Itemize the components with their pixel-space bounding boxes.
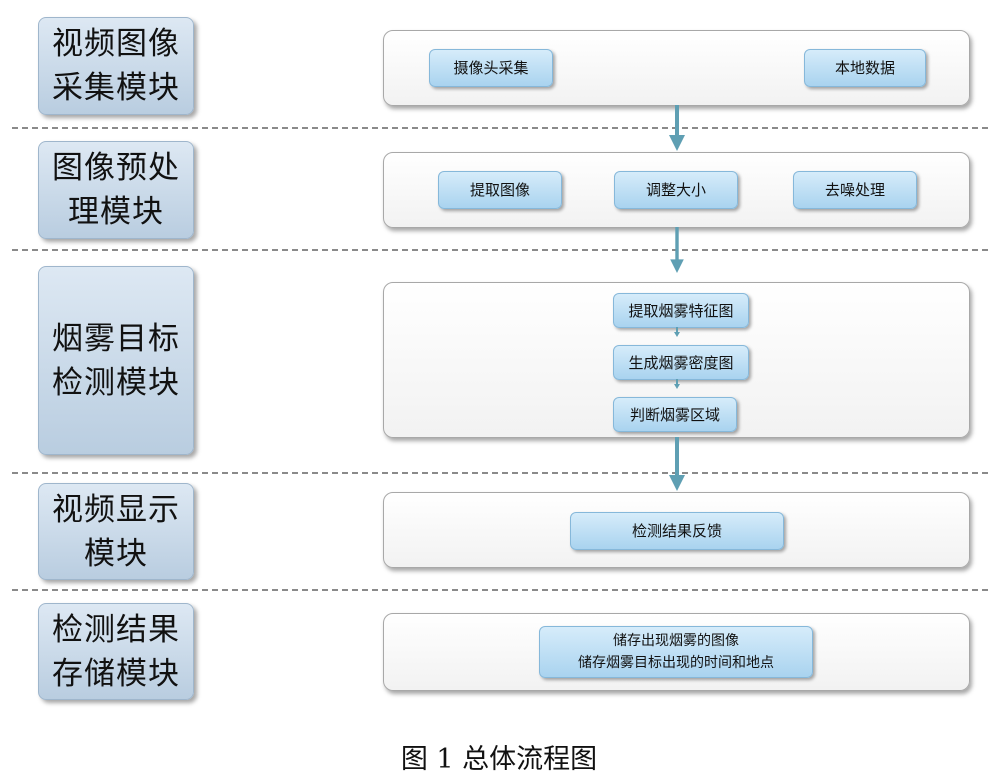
arrow-connector xyxy=(669,105,685,151)
module-label-detect: 烟雾目标 检测模块 xyxy=(38,266,194,455)
module-label-storage: 检测结果 存储模块 xyxy=(38,603,194,700)
section-divider xyxy=(12,249,988,251)
small-arrow-connector xyxy=(674,327,680,337)
figure-caption: 图 1 总体流程图 xyxy=(400,744,598,775)
section-divider xyxy=(12,589,988,591)
step-resize: 调整大小 xyxy=(614,171,738,209)
module-label-text: 视频图像 采集模块 xyxy=(52,26,180,106)
module-label-text: 图像预处 理模块 xyxy=(52,150,180,230)
panel-storage: 储存出现烟雾的图像 储存烟雾目标出现的时间和地点 xyxy=(383,613,970,691)
section-divider xyxy=(12,472,988,474)
module-label-text: 烟雾目标 检测模块 xyxy=(52,320,180,401)
step-local-data: 本地数据 xyxy=(804,49,926,87)
arrow-connector xyxy=(669,437,685,491)
step-extract-smoke-features: 提取烟雾特征图 xyxy=(613,293,749,328)
step-generate-density-map: 生成烟雾密度图 xyxy=(613,345,749,380)
module-label-text: 视频显示 模块 xyxy=(52,491,180,572)
module-label-capture: 视频图像 采集模块 xyxy=(38,17,194,115)
module-label-display: 视频显示 模块 xyxy=(38,483,194,580)
step-result-feedback: 检测结果反馈 xyxy=(570,512,784,550)
small-arrow-connector xyxy=(674,379,680,389)
arrow-connector xyxy=(670,227,684,273)
panel-capture: 摄像头采集 本地数据 xyxy=(383,30,970,106)
panel-preprocess: 提取图像 调整大小 去噪处理 xyxy=(383,152,970,228)
panel-display: 检测结果反馈 xyxy=(383,492,970,568)
panel-detect: 提取烟雾特征图 生成烟雾密度图 判断烟雾区域 xyxy=(383,282,970,438)
module-label-text: 检测结果 存储模块 xyxy=(52,611,180,692)
module-label-preprocess: 图像预处 理模块 xyxy=(38,141,194,239)
step-denoise: 去噪处理 xyxy=(793,171,917,209)
step-judge-smoke-region: 判断烟雾区域 xyxy=(613,397,737,432)
section-divider xyxy=(12,127,988,129)
step-store-results: 储存出现烟雾的图像 储存烟雾目标出现的时间和地点 xyxy=(539,626,813,678)
step-extract-image: 提取图像 xyxy=(438,171,562,209)
step-camera-capture: 摄像头采集 xyxy=(429,49,553,87)
